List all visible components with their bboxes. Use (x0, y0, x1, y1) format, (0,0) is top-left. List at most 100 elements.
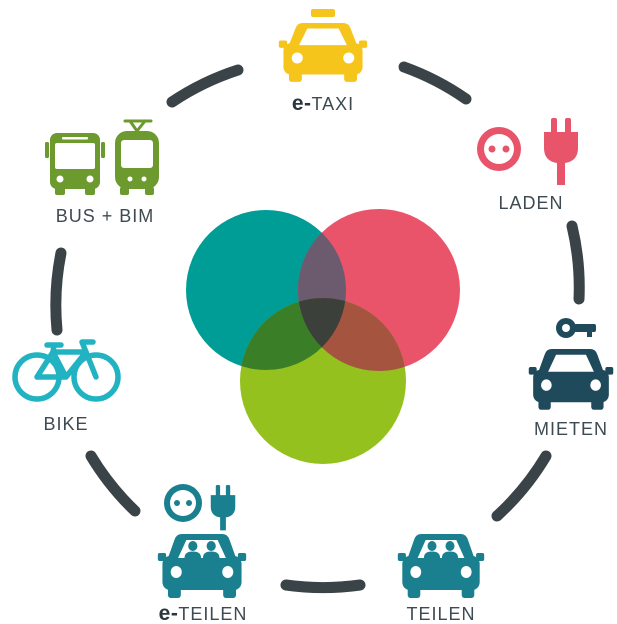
taxi-label-prefix: e- (292, 92, 312, 115)
carsharing-icon (397, 534, 485, 598)
plug-prong-right (565, 118, 571, 135)
passenger-head-left (427, 541, 437, 551)
passenger-shoulders-right (441, 551, 459, 558)
car-body (283, 43, 363, 75)
plug-prong-right (225, 485, 231, 498)
side-mirror-left (397, 553, 406, 561)
tram-wheel-left (120, 187, 129, 195)
windshield (299, 28, 347, 46)
passenger-head-left (188, 541, 198, 551)
side-mirror-right (358, 40, 368, 48)
headlight-right (590, 379, 601, 391)
key-icon (556, 318, 596, 338)
key-tooth (587, 330, 592, 337)
side-mirror-left (278, 40, 288, 48)
node-laden: LADEN (477, 118, 578, 213)
node-teilen: TEILEN (397, 534, 485, 624)
e-teilen-label: e-TEILEN (159, 602, 248, 624)
headlight-left (170, 566, 182, 578)
side-mirror-right (476, 553, 485, 561)
bike-wheel-front (71, 352, 121, 402)
taxi-label: e-TAXI (292, 92, 354, 115)
socket-inner (170, 490, 196, 516)
plug-body (544, 132, 578, 163)
windshield (548, 354, 594, 372)
bus-bim-label: BUS + BIM (56, 206, 155, 226)
car-body (162, 556, 242, 590)
passenger-shoulders-left (423, 551, 441, 558)
plug-icon (544, 118, 578, 185)
rental-car-key-icon (528, 318, 614, 410)
tram-wheel-right (145, 187, 154, 195)
teilen-label: TEILEN (406, 604, 475, 624)
headlight-left (410, 566, 422, 578)
ring-segment-top-left (166, 64, 244, 108)
bus-icon (45, 133, 105, 195)
car-body (402, 556, 480, 590)
plug-cord (557, 161, 565, 185)
tram-windshield (121, 140, 153, 168)
wheel-left (407, 586, 421, 598)
bike-handlebar (79, 339, 96, 355)
e-carsharing-icon-group (157, 484, 247, 598)
e-teilen-label-text: TEILEN (178, 604, 247, 624)
ring-segment-right (566, 220, 585, 305)
bus-wheel-left (55, 187, 65, 195)
bus-headlight-right (86, 175, 94, 183)
bus-mirror-right (101, 142, 105, 158)
wheel-right (344, 70, 358, 82)
passenger-head-right (445, 541, 455, 551)
wheel-right (461, 586, 475, 598)
headlight-right (343, 52, 355, 64)
laden-label: LADEN (498, 193, 563, 213)
passenger-shoulders-left (184, 551, 202, 558)
key-head-hole (562, 324, 570, 332)
headlight-left (291, 52, 303, 64)
plug-prong-left (551, 118, 557, 135)
bus-windshield (55, 143, 95, 169)
taxi-car (278, 23, 368, 82)
rental-car (528, 349, 614, 410)
headlight-right (222, 566, 234, 578)
taxi-roof-sign (311, 9, 335, 17)
socket-hole-left (488, 145, 496, 153)
carsharing-icon (157, 534, 247, 598)
socket-icon (164, 484, 202, 522)
side-mirror-left (528, 367, 537, 375)
passenger-shoulders-right (202, 551, 220, 558)
wheel-left (538, 398, 551, 410)
tram-light-right (141, 176, 147, 182)
bike-label: BIKE (43, 414, 88, 434)
plug-icon (210, 485, 236, 531)
side-mirror-left (157, 553, 167, 561)
node-bike: BIKE (12, 339, 121, 434)
headlight-left (541, 379, 552, 391)
ring-segment-left (50, 247, 67, 336)
node-taxi: e-TAXI (278, 9, 368, 115)
plug-cord (220, 515, 226, 531)
socket-icon (477, 127, 521, 171)
side-mirror-right (237, 553, 247, 561)
ring-segment-bottom-left (85, 450, 141, 517)
plug-prong-left (215, 485, 221, 498)
ring-segment-top-right (398, 61, 472, 105)
car-body (533, 369, 609, 403)
key-shaft (574, 324, 596, 332)
e-teilen-label-prefix: e- (159, 602, 179, 624)
tram-pantograph (123, 119, 153, 133)
ring-segment-bottom-right (491, 450, 552, 522)
bus-mirror-left (45, 142, 49, 158)
socket-inner (484, 134, 514, 164)
wheel-left (288, 70, 302, 82)
ring-segment-bottom (280, 579, 366, 594)
mieten-label: MIETEN (534, 419, 608, 439)
headlight-right (460, 566, 472, 578)
bus-destination-slot (62, 137, 88, 140)
socket-hole-left (174, 500, 180, 506)
wheel-right (591, 398, 604, 410)
plug-body (210, 495, 236, 518)
taxi-label-text: TAXI (312, 94, 355, 114)
venn-diagram (186, 209, 460, 464)
bus-wheel-right (85, 187, 95, 195)
